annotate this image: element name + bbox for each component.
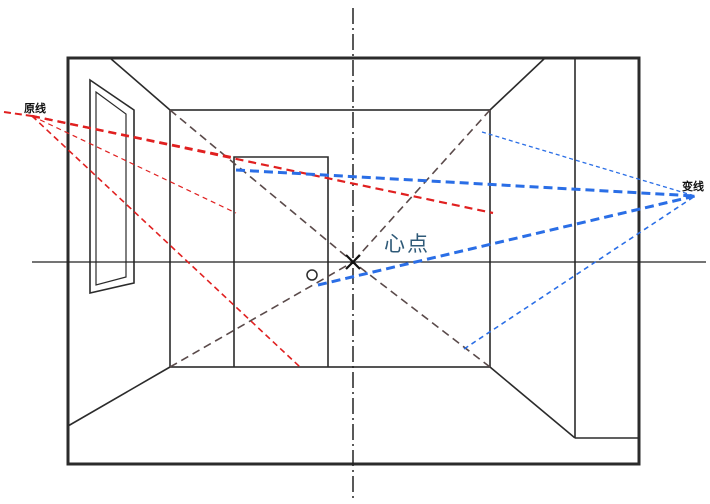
door-knob <box>306 269 318 281</box>
blue-line-to-top-corner <box>481 131 696 197</box>
blue-line-to-bottom-corner <box>463 195 696 350</box>
corner-edge-bottom-right <box>489 366 576 439</box>
corner-edge-top-right <box>489 57 546 111</box>
red-line-thin <box>31 115 237 214</box>
center-point-mark-b <box>345 254 361 270</box>
right-vanishing-label: 变线 <box>682 180 704 193</box>
window-inner <box>95 90 127 286</box>
diagonal-lower-right <box>352 261 491 368</box>
red-line-to-back-wall <box>31 114 494 215</box>
blue-line-to-door-top <box>235 168 696 198</box>
back-wall <box>169 109 491 368</box>
center-point-label: 心点 <box>384 232 430 256</box>
diagonal-lower-left <box>169 261 354 368</box>
red-line-extension <box>3 111 33 117</box>
diagonal-upper-left <box>169 109 354 263</box>
diagonal-upper-right <box>352 109 491 263</box>
left-vanishing-label: 原线 <box>24 102 46 115</box>
red-line-to-floor <box>31 115 301 368</box>
window-outer <box>89 78 135 295</box>
corner-edge-bottom-left <box>67 366 171 427</box>
blue-line-to-door-knob <box>317 194 696 287</box>
corner-edge-top-left <box>109 57 171 111</box>
